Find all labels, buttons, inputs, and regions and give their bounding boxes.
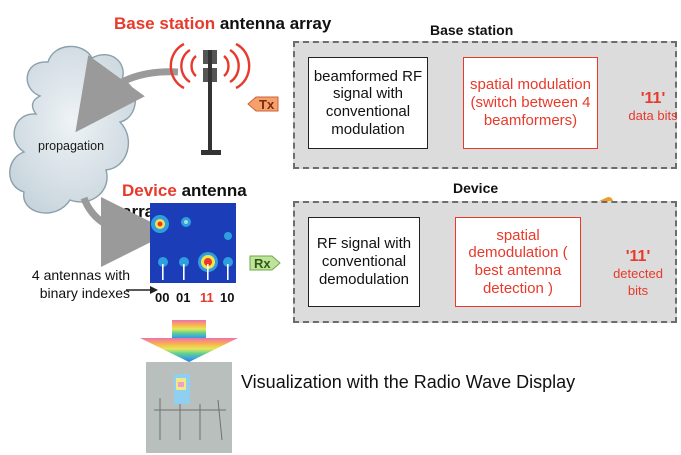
tx-tag-shape	[247, 96, 279, 112]
rf-signal-demod-box: RF signal with conventional demodulation	[308, 217, 420, 307]
data-bits-value: '11'	[640, 90, 666, 107]
detected-bits: '11' detected bits	[610, 248, 666, 299]
device-word: Device	[122, 181, 177, 200]
antenna-index-0: 00	[155, 290, 170, 305]
data-bits: '11' data bits	[628, 90, 678, 124]
antenna-index-3: 10	[220, 290, 235, 305]
antenna-index-2: 11	[200, 290, 214, 305]
radio-waves-icon	[169, 42, 251, 90]
antenna-note: 4 antennas with binary indexes	[18, 266, 130, 302]
detected-bits-label: detected bits	[613, 266, 663, 298]
base-station-word: Base station	[114, 14, 216, 33]
base-station-panel-title: Base station	[430, 22, 514, 38]
propagation-arrow-bottom	[80, 196, 171, 267]
tx-label: Tx	[259, 97, 275, 112]
detected-bits-value: '11'	[625, 248, 651, 265]
spatial-modulation-box: spatial modulation (switch between 4 bea…	[463, 57, 598, 149]
device-antenna-title: Device antenna array	[122, 180, 247, 222]
spatial-demodulation-box: spatial demodulation ( best antenna dete…	[455, 217, 581, 307]
antenna-heatmap	[150, 203, 236, 283]
antenna-note-line1: 4 antennas with	[31, 267, 130, 283]
beamformed-rf-box: beamformed RF signal with conventional m…	[308, 57, 428, 149]
visualization-caption: Visualization with the Radio Wave Displa…	[241, 372, 576, 392]
antenna-index-1: 01	[176, 290, 191, 305]
antenna-array-word: antenna array	[219, 14, 332, 33]
data-bits-label: data bits	[628, 108, 678, 123]
rainbow-funnel-icon	[140, 320, 238, 362]
rx-tag-shape	[249, 255, 281, 271]
radio-wave-display-photo	[146, 362, 232, 453]
antenna-note-line2: binary indexes	[39, 285, 130, 301]
rx-label: Rx	[254, 256, 271, 271]
antenna-tower-icon	[201, 50, 221, 155]
device-panel-title: Device	[453, 180, 499, 196]
device-antenna-word: antenna	[181, 181, 247, 200]
propagation-cloud-icon	[9, 45, 137, 214]
propagation-arrow-top	[75, 55, 179, 133]
base-station-antenna-title: Base station antenna array	[114, 14, 331, 34]
propagation-label: propagation	[38, 139, 105, 153]
